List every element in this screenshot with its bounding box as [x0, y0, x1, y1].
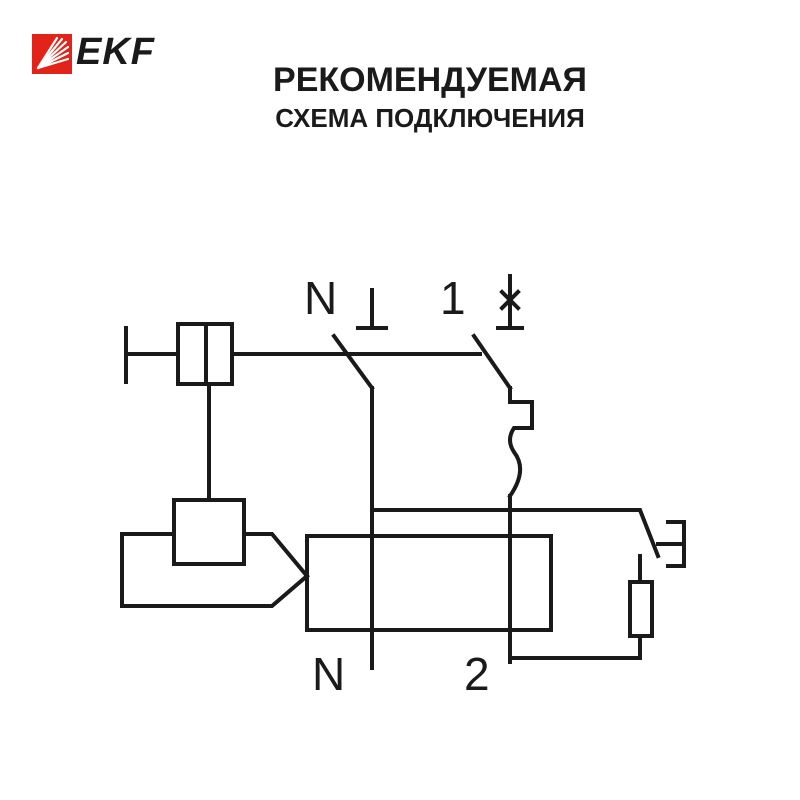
page-subtitle: СХЕМА ПОДКЛЮЧЕНИЯ	[275, 103, 585, 133]
neutral-contact-blade	[331, 333, 375, 391]
phase-release-element	[507, 386, 534, 499]
label-bottom-neutral: N	[312, 648, 345, 700]
phase-breaker-cross	[499, 289, 521, 311]
brand-name: EKF	[76, 31, 155, 73]
transformer-box	[305, 534, 553, 632]
brand-logo: EKF	[32, 31, 182, 74]
page-title: РЕКОМЕНДУЕМАЯ	[273, 61, 587, 99]
test-circuit-top	[370, 508, 661, 559]
test-resistor	[628, 580, 654, 638]
label-top-neutral: N	[304, 272, 337, 324]
coil-loop-lower	[120, 532, 310, 608]
test-circuit-return	[508, 634, 642, 660]
label-top-phase: 1	[440, 272, 466, 324]
coil-loop-upper	[242, 532, 310, 579]
phase-contact-blade	[471, 333, 513, 391]
ekf-fan-logo-icon	[32, 34, 72, 74]
label-bottom-phase: 2	[464, 648, 490, 700]
trip-coil-box	[172, 498, 246, 566]
